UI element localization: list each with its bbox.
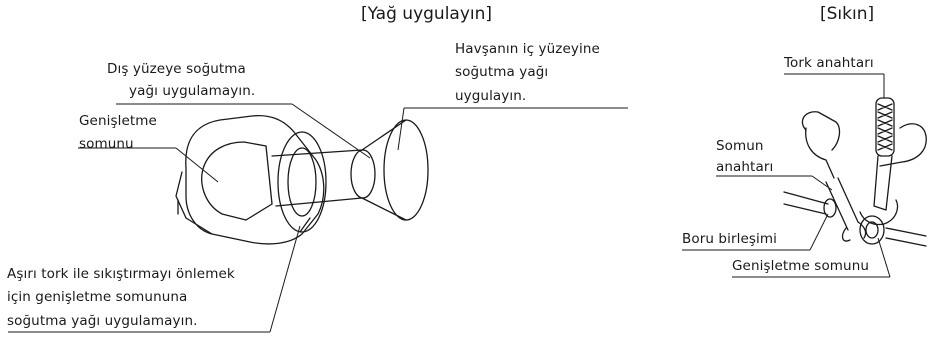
torque-wrench-drawing xyxy=(859,97,927,226)
label-inner-surface-line3: uygulayın. xyxy=(455,88,527,104)
label-spanner-line1: Somun xyxy=(716,138,764,154)
flare-nut-drawing xyxy=(175,114,327,245)
label-outer-surface-line1: Dış yüzeye soğutma xyxy=(107,61,246,77)
label-outer-surface-line2: yağı uygulamayın. xyxy=(129,83,256,99)
flare-cone-drawing xyxy=(350,119,429,221)
right-header: [Sıkın] xyxy=(820,4,875,24)
label-inner-surface-line1: Havşanın iç yüzeyine xyxy=(455,41,600,57)
label-flare-nut-line1: Genişletme xyxy=(79,113,157,129)
label-overtighten-line2: için genişletme somununa xyxy=(7,289,188,305)
label-flare-nut-right: Genişletme somunu xyxy=(732,258,870,274)
label-flare-nut-line2: somunu xyxy=(79,136,134,152)
right-leader-lines xyxy=(682,73,891,278)
pipe-right-drawing xyxy=(783,191,927,247)
left-header: [Yağ uygulayın] xyxy=(361,4,493,24)
label-inner-surface-line2: soğutma yağı xyxy=(455,64,549,80)
pipe-drawing xyxy=(271,149,363,207)
label-overtighten-line3: soğutma yağı uygulamayın. xyxy=(7,313,198,329)
label-overtighten-line1: Aşırı tork ile sıkıştırmayı önlemek xyxy=(7,266,235,282)
left-leader-lines xyxy=(8,103,628,333)
label-spanner-line2: anahtarı xyxy=(716,159,774,175)
label-pipe-union: Boru birleşimi xyxy=(682,231,777,247)
spanner-drawing xyxy=(801,111,867,242)
label-torque-wrench: Tork anahtarı xyxy=(784,55,874,71)
